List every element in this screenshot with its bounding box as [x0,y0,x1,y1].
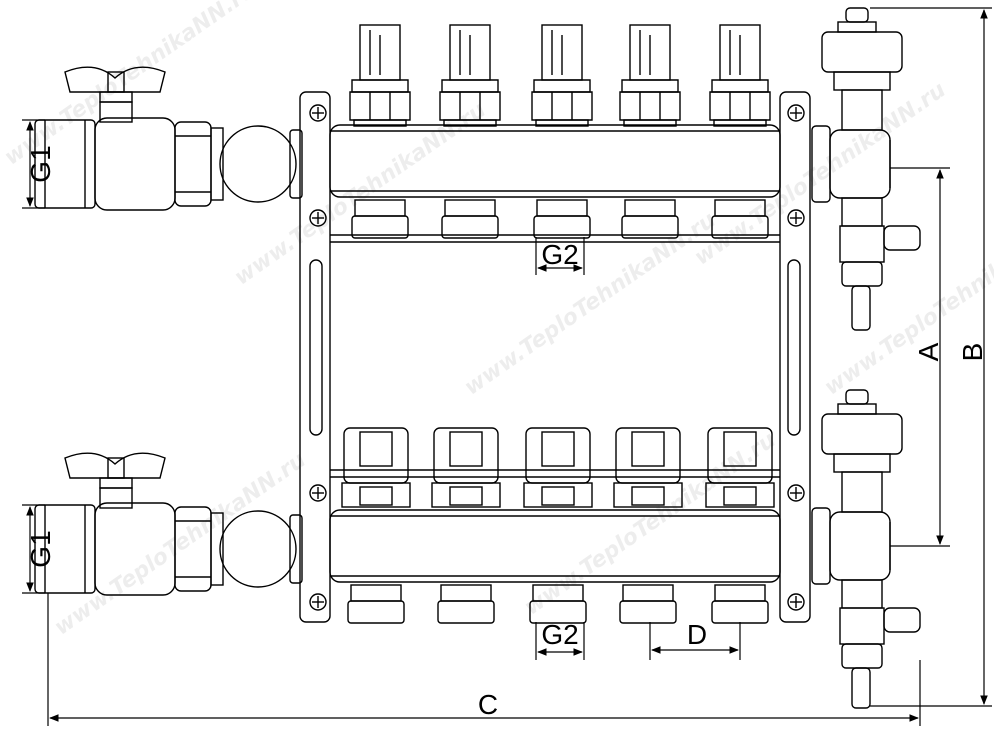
left-ball-valve-top [34,66,303,211]
label-b: B [957,343,988,362]
bottom-valve-caps [341,427,775,508]
frame-screws [309,104,805,611]
label-a: A [913,342,944,361]
right-end-group-top [811,7,921,331]
label-d: D [687,619,707,650]
right-end-group-bottom [811,389,921,709]
label-g1-bottom: G1 [25,530,56,567]
mounting-frame [299,91,811,623]
left-ball-valve-bottom [34,452,303,596]
top-manifold-bar [329,124,781,198]
label-c: C [478,689,498,720]
label-g2-top: G2 [541,239,578,270]
bottom-manifold-bar [329,509,781,583]
top-outlets [351,199,769,239]
label-g2-bottom: G2 [541,619,578,650]
bottom-outlets [347,584,769,624]
dimension-lines [22,7,992,726]
top-flowmeters [349,24,771,127]
label-g1-top: G1 [25,145,56,182]
